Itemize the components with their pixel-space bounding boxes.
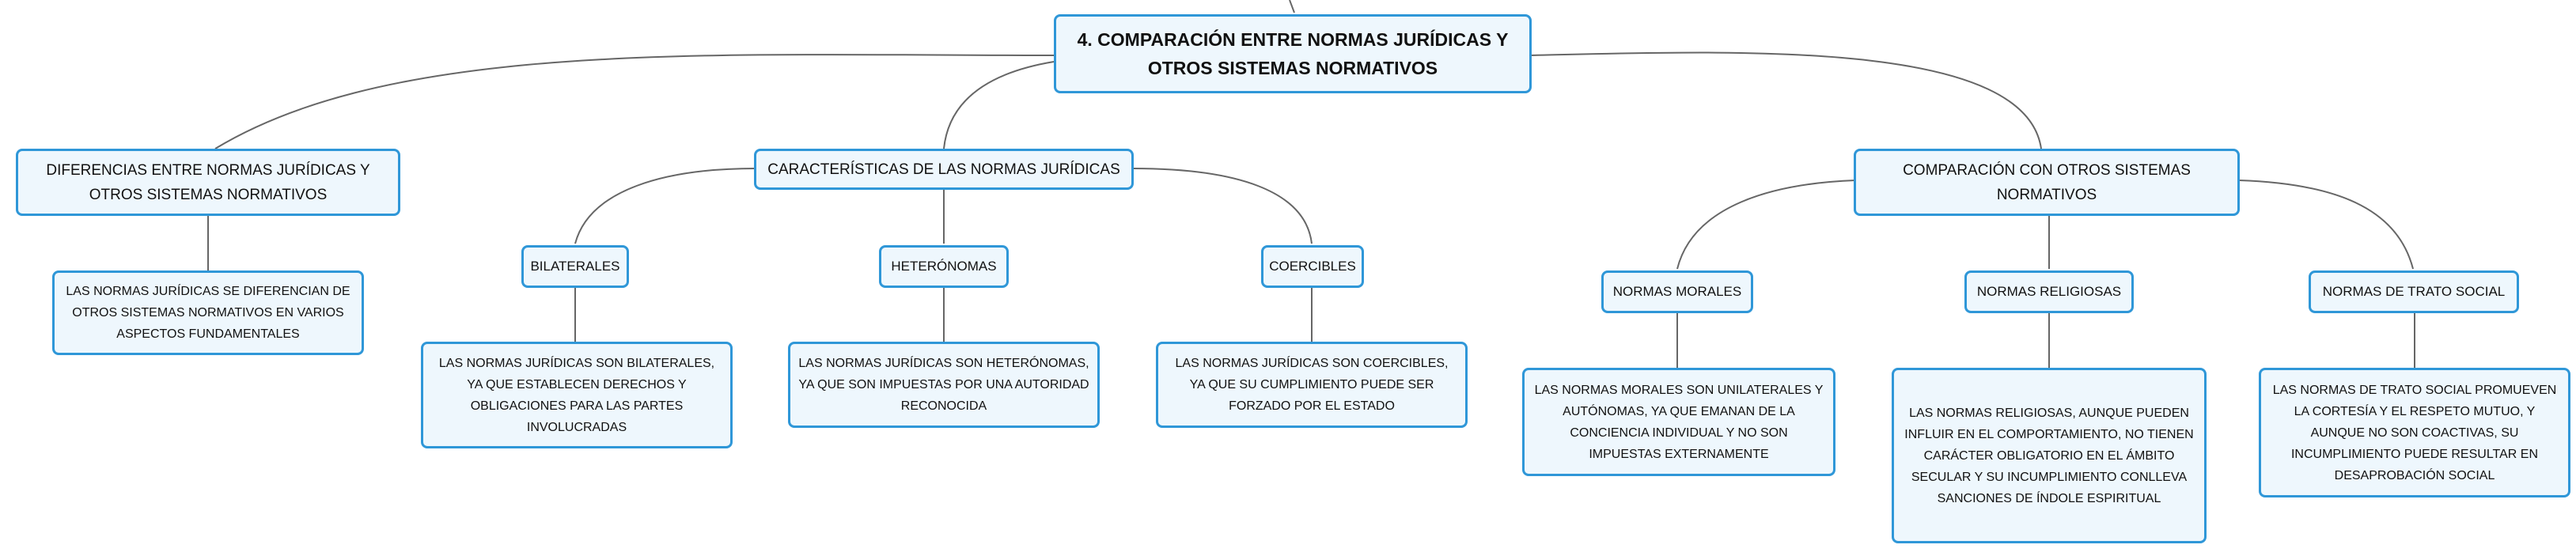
detail-bilaterales[interactable]: LAS NORMAS JURÍDICAS SON BILATERALES, YA…: [421, 342, 733, 448]
connector-root-comparacion: [1529, 51, 2042, 149]
topic-comparacion-label: COMPARACIÓN CON OTROS SISTEMAS NORMATIVO…: [1903, 161, 2191, 203]
topic-caracteristicas-label: CARACTERÍSTICAS DE LAS NORMAS JURÍDICAS: [767, 161, 1120, 178]
detail-heteronomas-text: LAS NORMAS JURÍDICAS SON HETERÓNOMAS, YA…: [798, 357, 1089, 413]
detail-coercibles[interactable]: LAS NORMAS JURÍDICAS SON COERCIBLES, YA …: [1156, 342, 1468, 428]
connector-root-parent: [1289, 0, 1295, 13]
detail-diferencias[interactable]: LAS NORMAS JURÍDICAS SE DIFERENCIAN DE O…: [52, 270, 364, 355]
detail-bilaterales-text: LAS NORMAS JURÍDICAS SON BILATERALES, YA…: [438, 356, 715, 434]
connector-caracteristicas-bilaterales: [574, 168, 756, 244]
root-topic-label: 4. COMPARACIÓN ENTRE NORMAS JURÍDICAS Y …: [1077, 29, 1509, 78]
topic-normas-trato-social-label: NORMAS DE TRATO SOCIAL: [2322, 284, 2506, 299]
detail-heteronomas[interactable]: LAS NORMAS JURÍDICAS SON HETERÓNOMAS, YA…: [788, 342, 1100, 428]
connector-root-caracteristicas: [943, 61, 1055, 149]
topic-bilaterales-label: BILATERALES: [530, 259, 620, 274]
topic-coercibles-label: COERCIBLES: [1269, 259, 1356, 274]
detail-normas-trato-social-text: LAS NORMAS DE TRATO SOCIAL PROMUEVEN LA …: [2272, 383, 2557, 482]
connector-comparacion-morales: [1676, 180, 1856, 270]
detail-normas-trato-social[interactable]: LAS NORMAS DE TRATO SOCIAL PROMUEVEN LA …: [2259, 368, 2570, 497]
topic-comparacion[interactable]: COMPARACIÓN CON OTROS SISTEMAS NORMATIVO…: [1854, 149, 2240, 216]
topic-caracteristicas[interactable]: CARACTERÍSTICAS DE LAS NORMAS JURÍDICAS: [754, 149, 1134, 190]
detail-coercibles-text: LAS NORMAS JURÍDICAS SON COERCIBLES, YA …: [1175, 357, 1449, 413]
connector-comparacion-trato: [2238, 180, 2414, 270]
topic-bilaterales[interactable]: BILATERALES: [521, 245, 629, 288]
topic-normas-morales[interactable]: NORMAS MORALES: [1601, 270, 1753, 313]
topic-heteronomas-label: HETERÓNOMAS: [891, 259, 997, 274]
topic-normas-trato-social[interactable]: NORMAS DE TRATO SOCIAL: [2309, 270, 2519, 313]
detail-normas-morales[interactable]: LAS NORMAS MORALES SON UNILATERALES Y AU…: [1522, 368, 1835, 476]
topic-coercibles[interactable]: COERCIBLES: [1261, 245, 1364, 288]
detail-normas-morales-text: LAS NORMAS MORALES SON UNILATERALES Y AU…: [1534, 383, 1824, 461]
detail-diferencias-text: LAS NORMAS JURÍDICAS SE DIFERENCIAN DE O…: [66, 285, 350, 341]
connector-caracteristicas-coercibles: [1132, 168, 1313, 244]
root-topic[interactable]: 4. COMPARACIÓN ENTRE NORMAS JURÍDICAS Y …: [1054, 14, 1532, 93]
topic-heteronomas[interactable]: HETERÓNOMAS: [879, 245, 1009, 288]
connector-root-diferencias: [214, 53, 1055, 149]
topic-normas-religiosas-label: NORMAS RELIGIOSAS: [1976, 284, 2122, 299]
detail-normas-religiosas[interactable]: LAS NORMAS RELIGIOSAS, AUNQUE PUEDEN INF…: [1892, 368, 2207, 543]
detail-normas-religiosas-text: LAS NORMAS RELIGIOSAS, AUNQUE PUEDEN INF…: [1904, 406, 2194, 505]
topic-normas-religiosas[interactable]: NORMAS RELIGIOSAS: [1964, 270, 2134, 313]
topic-diferencias[interactable]: DIFERENCIAS ENTRE NORMAS JURÍDICAS Y OTR…: [16, 149, 400, 216]
topic-normas-morales-label: NORMAS MORALES: [1612, 284, 1742, 299]
topic-diferencias-label: DIFERENCIAS ENTRE NORMAS JURÍDICAS Y OTR…: [46, 161, 370, 203]
